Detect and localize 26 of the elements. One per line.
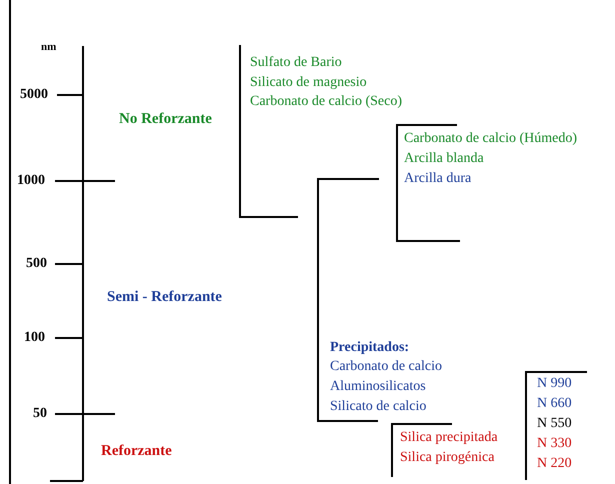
unit-label: nm [41, 40, 56, 55]
grade-label: N 990 [537, 375, 572, 393]
material-label: Carbonato de calcio [330, 358, 442, 376]
category-label: No Reforzante [119, 110, 212, 128]
scale-value: 5000 [20, 86, 48, 104]
material-label: Carbonato de calcio (Seco) [250, 93, 402, 111]
material-label: Silicato de calcio [330, 398, 426, 416]
category-label: Semi - Reforzante [107, 288, 222, 306]
material-label: Silica precipitada [400, 429, 498, 447]
scale-value: 500 [26, 255, 47, 273]
grade-label: N 220 [537, 455, 572, 473]
scale-value: 1000 [17, 172, 45, 190]
scale-value: 50 [33, 405, 47, 423]
material-label: Carbonato de calcio (Húmedo) [404, 130, 577, 148]
grade-label: N 330 [537, 435, 572, 453]
material-label: Aluminosilicatos [330, 378, 426, 396]
material-label: Silica pirogénica [400, 449, 494, 467]
material-label: Arcilla blanda [404, 150, 484, 168]
grade-label: N 550 [537, 415, 572, 433]
material-label: Arcilla dura [404, 170, 472, 188]
material-label: Sulfato de Bario [250, 54, 342, 72]
material-label: Silicato de magnesio [250, 74, 367, 92]
scale-value: 100 [24, 329, 45, 347]
group-heading: Precipitados: [330, 339, 410, 357]
grade-label: N 660 [537, 395, 572, 413]
category-label: Reforzante [101, 442, 172, 460]
